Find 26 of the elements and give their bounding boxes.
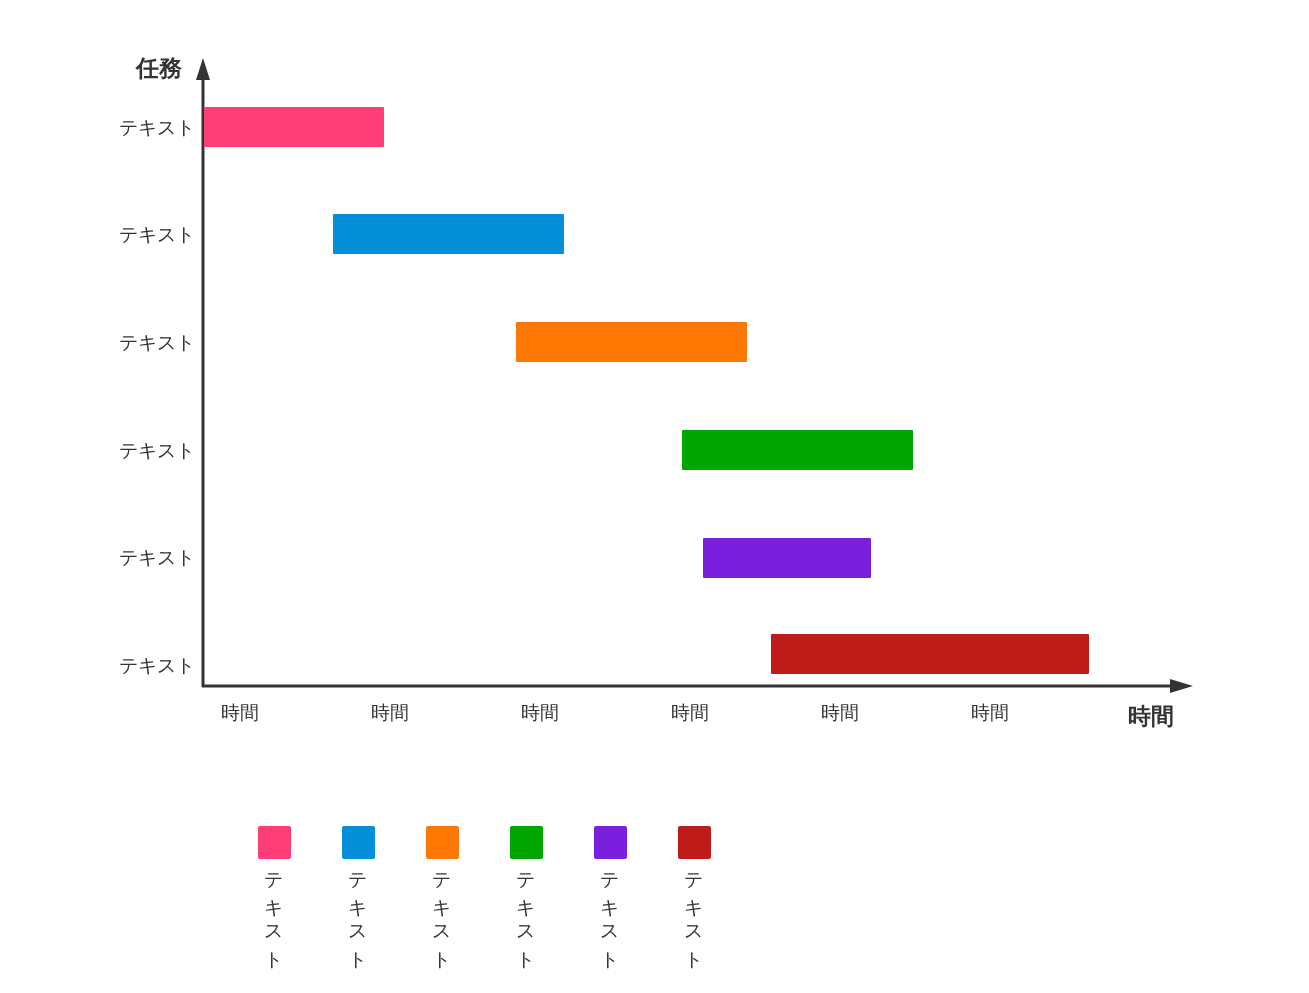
tick-label: 時間 <box>221 703 259 722</box>
task-label: テキスト <box>119 333 195 352</box>
tick-label: 時間 <box>371 703 409 722</box>
axis-title: 時間 <box>1128 705 1174 728</box>
task-label: テキスト <box>119 118 195 137</box>
tick-label: 時間 <box>521 703 559 722</box>
task-label: テキスト <box>119 548 195 567</box>
gantt-bar <box>204 107 384 147</box>
legend-label: テキスト <box>600 860 620 964</box>
gantt-bar <box>516 322 747 362</box>
task-label: テキスト <box>119 656 195 675</box>
tick-label: 時間 <box>821 703 859 722</box>
gantt-bar <box>703 538 871 578</box>
legend-label: テキスト <box>516 860 536 964</box>
legend-label: テキスト <box>264 860 284 964</box>
tick-label: 時間 <box>671 703 709 722</box>
gantt-bar <box>682 430 913 470</box>
gantt-bar <box>333 214 564 254</box>
task-label: テキスト <box>119 225 195 244</box>
gantt-bar <box>771 634 1089 674</box>
legend-label: テキスト <box>684 860 704 964</box>
task-label: テキスト <box>119 441 195 460</box>
tick-label: 時間 <box>971 703 1009 722</box>
legend-label: テキスト <box>432 860 452 964</box>
legend-label: テキスト <box>348 860 368 964</box>
axis-title: 任務 <box>136 57 182 80</box>
